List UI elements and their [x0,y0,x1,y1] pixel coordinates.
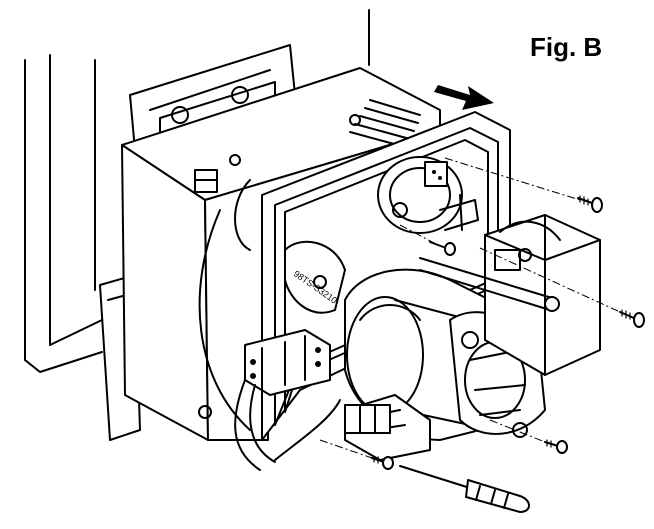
control-box [419,214,601,376]
screw-right [619,309,645,328]
serial-plate: 98TS-S3210 [284,240,346,314]
screw-middle [429,241,456,256]
arrow-right-icon [434,85,494,110]
boiler-side-panel [24,54,103,373]
screw-top-right [577,195,603,213]
screw-bottom-center [371,455,394,470]
screwdriver-icon [399,465,530,513]
terminal-connector [234,329,391,471]
figure-label: Fig. B [530,32,603,62]
pump-head [377,156,479,234]
alignment-lines [319,157,621,459]
screw-bottom-right [544,439,568,454]
